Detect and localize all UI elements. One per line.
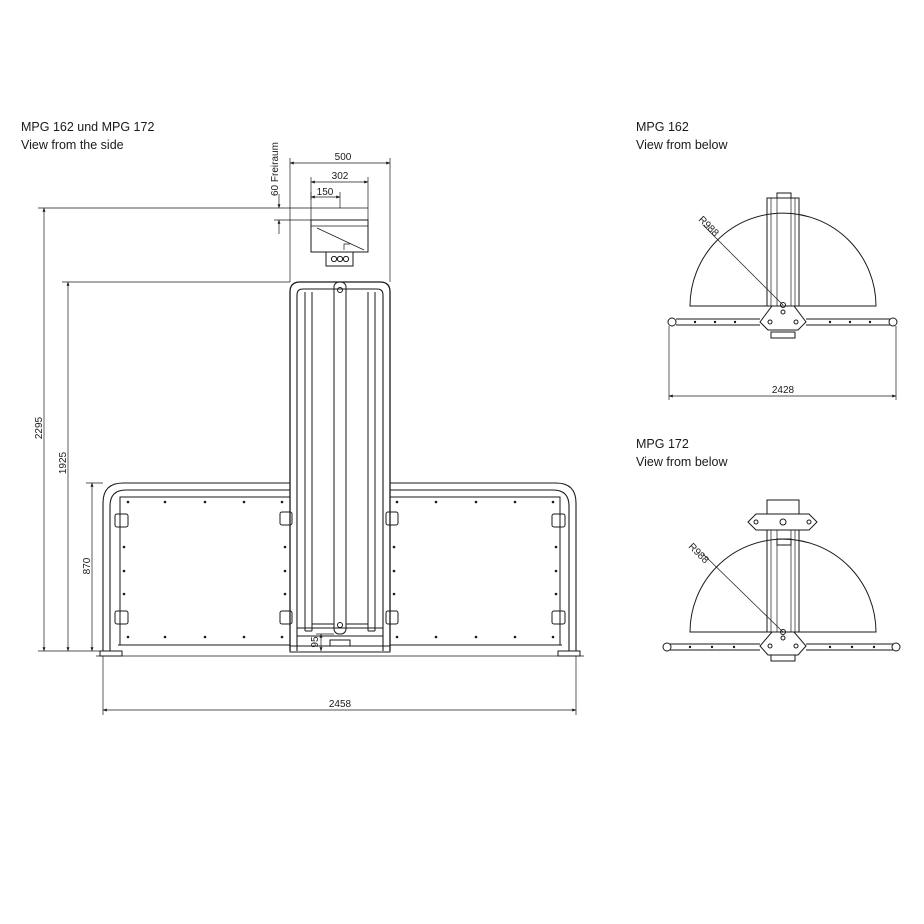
dim-total-height-label: 2295 bbox=[34, 416, 45, 439]
center-column bbox=[289, 281, 391, 653]
dim-bottom-gap: 95 bbox=[310, 633, 334, 652]
dim-panel-height-label: 870 bbox=[82, 557, 93, 574]
caption-side-view: MPG 162 und MPG 172 View from the side bbox=[21, 118, 154, 154]
side-view: 500 302 150 60 Freiraum 2 bbox=[34, 142, 584, 715]
dim-column-width-label: 150 bbox=[317, 187, 334, 198]
dim-panel-height: 870 bbox=[82, 482, 103, 652]
dim-total-width-label: 2458 bbox=[329, 699, 352, 710]
caption-side-title: MPG 162 und MPG 172 bbox=[21, 120, 155, 134]
caption-mpg172-title: MPG 172 bbox=[636, 437, 689, 451]
dim-column-width: 150 bbox=[310, 187, 341, 208]
mpg162-width-label: 2428 bbox=[772, 385, 795, 396]
dim-gate-height: 1925 bbox=[58, 281, 290, 652]
caption-mpg172-view: MPG 172 View from below bbox=[636, 435, 727, 471]
dim-top-width-label: 500 bbox=[335, 152, 352, 163]
dim-gate-height-label: 1925 bbox=[58, 451, 69, 474]
dim-total-height: 2295 bbox=[34, 207, 274, 652]
dim-bottom-gap-label: 95 bbox=[310, 636, 321, 648]
dim-housing-width: 302 bbox=[310, 171, 369, 220]
dim-clearance: 60 Freiraum bbox=[270, 142, 368, 234]
left-barrier bbox=[99, 482, 293, 657]
mpg172-view: R988 bbox=[662, 499, 901, 662]
motor-housing bbox=[310, 219, 369, 267]
dim-housing-width-label: 302 bbox=[332, 171, 349, 182]
caption-side-subtitle: View from the side bbox=[21, 138, 124, 152]
mpg172-radius-label: R988 bbox=[686, 541, 711, 566]
caption-mpg162-view: MPG 162 View from below bbox=[636, 118, 727, 154]
right-barrier bbox=[385, 482, 581, 657]
dim-clearance-label: 60 Freiraum bbox=[270, 142, 281, 196]
caption-mpg162-title: MPG 162 bbox=[636, 120, 689, 134]
mpg162-view: R988 2428 bbox=[667, 192, 898, 400]
caption-mpg172-subtitle: View from below bbox=[636, 455, 728, 469]
mpg162-radius-label: R988 bbox=[696, 214, 721, 239]
dim-total-width: 2458 bbox=[102, 656, 577, 715]
caption-mpg162-subtitle: View from below bbox=[636, 138, 728, 152]
